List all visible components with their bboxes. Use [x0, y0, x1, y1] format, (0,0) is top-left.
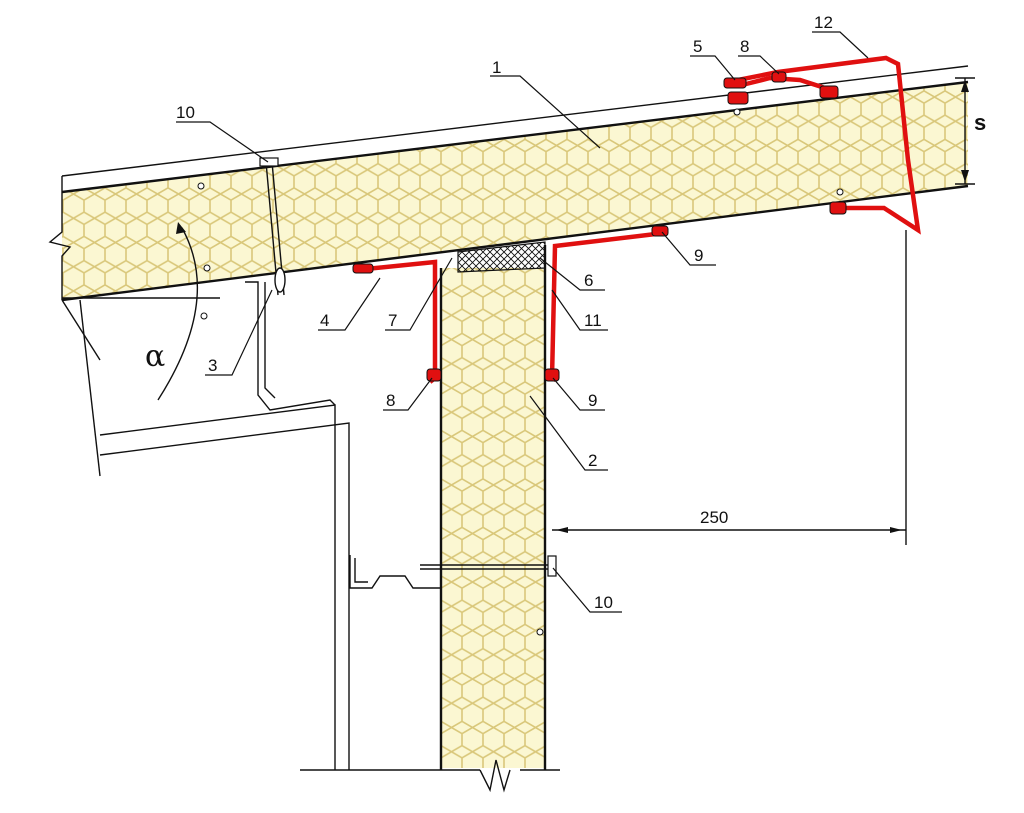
dimension-250-label: 250 — [700, 508, 728, 527]
callout-7: 7 — [388, 311, 397, 330]
roof-purlin — [61, 281, 350, 770]
roof-sandwich-panel — [48, 65, 969, 302]
callout-12: 12 — [814, 13, 833, 32]
callout-9-upper: 9 — [694, 246, 703, 265]
eave-flashing — [727, 55, 921, 235]
rivet-9-wall — [544, 368, 560, 382]
rivet-5 — [723, 77, 747, 89]
wall-through-fastener — [420, 555, 557, 577]
callout-9-lower: 9 — [588, 391, 597, 410]
inner-flashing-right — [549, 230, 665, 383]
callout-11: 11 — [584, 311, 602, 330]
wall-girt — [349, 555, 441, 589]
callout-8-upper: 8 — [740, 37, 749, 56]
callout-3: 3 — [208, 356, 217, 375]
break-line-roof — [48, 176, 72, 300]
roof-through-fastener — [259, 157, 286, 296]
rivet-top-right — [819, 85, 839, 99]
rivet-4 — [352, 263, 374, 274]
wall-sandwich-panel — [300, 245, 560, 793]
mineral-wool-seal — [457, 241, 546, 273]
callout-4: 4 — [320, 311, 329, 330]
callout-8-lower: 8 — [386, 391, 395, 410]
callout-2: 2 — [588, 451, 597, 470]
rivet-eave — [829, 201, 847, 215]
rivet-9-roof — [651, 225, 669, 237]
rivet-8-wall — [426, 368, 442, 382]
callout-6: 6 — [584, 271, 593, 290]
overhang-dimension: 250 — [552, 230, 907, 545]
callouts: 1 2 3 4 5 6 7 8 8 9 9 10 10 — [176, 13, 869, 613]
callout-10-upper: 10 — [176, 103, 195, 122]
thickness-label: s — [974, 110, 986, 135]
break-line-wall — [479, 759, 511, 793]
rivet-8-top — [771, 71, 787, 83]
angle-indicator: α — [62, 222, 220, 401]
callout-5: 5 — [693, 37, 702, 56]
rivet-5b — [727, 91, 749, 105]
thickness-dimension: s — [955, 77, 986, 185]
callout-1: 1 — [492, 58, 501, 77]
callout-10-lower: 10 — [594, 593, 613, 612]
angle-symbol: α — [145, 339, 165, 374]
fasteners — [197, 71, 847, 636]
